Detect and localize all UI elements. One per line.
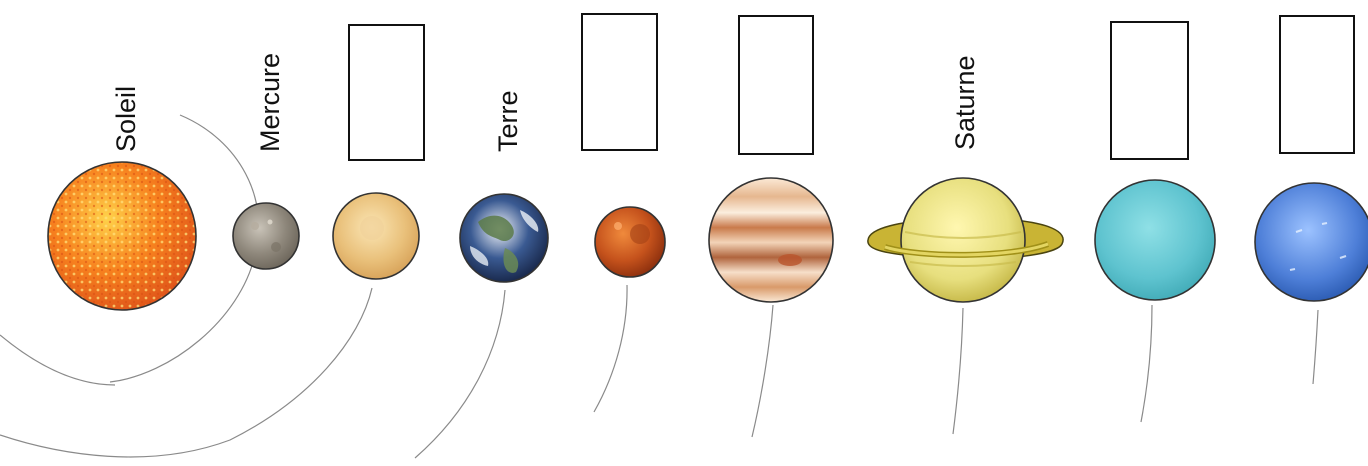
blank-label-box-venus[interactable]: [349, 25, 424, 160]
orbit-arc-neptune: [1313, 310, 1318, 384]
saturn-planet: [868, 178, 1063, 302]
mercury-planet: [233, 203, 299, 269]
orbit-arc-earth: [415, 290, 505, 458]
orbit-arc-inner-left: [0, 335, 115, 385]
orbit-arc-jupiter: [752, 305, 773, 437]
blank-label-box-mars[interactable]: [582, 14, 657, 150]
saturn-label: Saturne: [950, 55, 980, 150]
blank-label-box-jupiter[interactable]: [739, 16, 813, 154]
orbit-arc-saturn: [953, 308, 963, 434]
uranus-planet: [1095, 180, 1215, 300]
earth-label: Terre: [493, 90, 523, 152]
mars-planet: [595, 207, 665, 277]
sun-label: Soleil: [111, 86, 141, 152]
venus-planet: [333, 193, 419, 279]
jupiter-planet: [709, 178, 833, 302]
blank-label-box-uranus[interactable]: [1111, 22, 1188, 159]
sun-body: [48, 162, 196, 310]
neptune-planet: [1255, 183, 1368, 301]
earth-planet: [460, 194, 548, 282]
blank-label-box-neptune[interactable]: [1280, 16, 1354, 153]
orbit-arc-venus: [0, 288, 372, 457]
mercury-label: Mercure: [255, 53, 285, 152]
orbit-arc-mars: [594, 285, 627, 412]
orbit-arc-uranus: [1141, 305, 1152, 422]
